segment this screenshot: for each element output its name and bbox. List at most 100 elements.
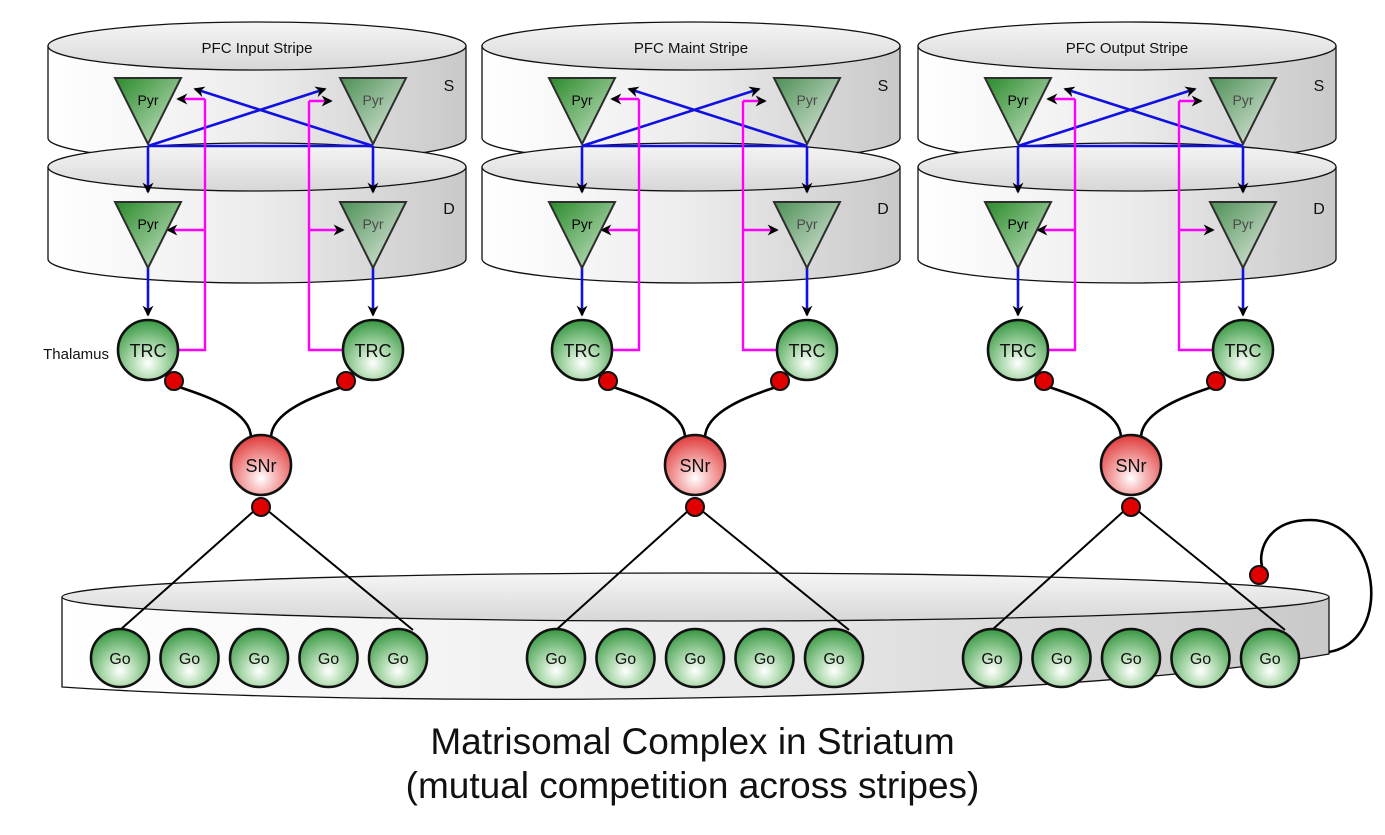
stripe-0-pyr-2-label: Pyr <box>138 216 159 232</box>
stripe-1-go-1 <box>595 627 656 689</box>
stripe-0-snr-synapse <box>251 497 271 517</box>
stripe-1-go-4 <box>803 627 865 689</box>
stripe-1-pyr-0 <box>547 77 617 147</box>
stripe-1-pyr-3 <box>772 201 842 271</box>
stripe-0-title: PFC Input Stripe <box>202 40 313 57</box>
stripe-1-snr-label: SNr <box>680 456 711 476</box>
stripe-1-snr <box>663 433 727 497</box>
stripe-0-feedback-left <box>178 99 207 352</box>
stripe-2-pyr-3 <box>1208 201 1278 271</box>
stripe-2-go-3 <box>1170 627 1231 689</box>
stripe-2-snr <box>1099 433 1163 497</box>
stripe-1-go-2-label: Go <box>684 651 705 668</box>
neuron-nodes <box>89 77 1301 689</box>
stripe-1-superficial-layer-top <box>481 21 901 71</box>
stripe-0-s-cross-lr <box>147 86 327 148</box>
stripe-2-trc-1 <box>1211 318 1275 382</box>
stripe-0-go-1 <box>159 627 220 689</box>
stripe-2-feedback-right <box>1177 101 1213 352</box>
stripe-0-pyr-3 <box>338 201 408 271</box>
stripe-2-go-0-label: Go <box>981 651 1002 668</box>
stripe-0-pyr-0 <box>113 77 183 147</box>
stripe-1-title: PFC Maint Stripe <box>634 40 748 57</box>
stripe-0-go-4 <box>367 627 429 689</box>
stripe-0-snr <box>229 433 293 497</box>
stripe-1-deep-layer <box>481 142 901 284</box>
stripe-0-go-2 <box>228 627 290 689</box>
stripe-2-pyr-0 <box>983 77 1053 147</box>
stripe-0-deep-layer-top <box>47 142 467 192</box>
stripe-0-go-4-label: Go <box>387 651 408 668</box>
stripe-1-snr-to-trc-1 <box>703 379 788 439</box>
stripe-2-go-2 <box>1100 627 1162 689</box>
stripe-2-trc-1-label: TRC <box>1225 341 1262 361</box>
stripe-1-layer-s-label: S <box>878 78 889 95</box>
stripe-0-trc-1-synapse <box>336 371 356 391</box>
stripe-0-pyr-0-label: Pyr <box>138 92 159 108</box>
stripe-1-pyr-0-label: Pyr <box>572 92 593 108</box>
stripe-0-layer-s-label: S <box>444 78 455 95</box>
stripe-1-trc-0 <box>550 318 614 382</box>
stripe-2-snr-go-right <box>1136 509 1286 631</box>
stripe-2-pyr-1-label: Pyr <box>1233 92 1254 108</box>
stripe-1-pyr-2 <box>547 201 617 271</box>
stripe-0-go-2-label: Go <box>248 651 269 668</box>
stripe-2-superficial-layer-top <box>917 21 1337 71</box>
stripe-2-trc-1-synapse <box>1206 371 1226 391</box>
stripe-1-trc-0-synapse <box>598 371 618 391</box>
stripe-2-s-cross-rl <box>1063 86 1244 148</box>
stripe-2-pyr-0-label: Pyr <box>1008 92 1029 108</box>
stripe-1-feedback-right <box>741 101 777 352</box>
stripe-0-pyr-1-label: Pyr <box>363 92 384 108</box>
stripe-1-go-0-label: Go <box>545 651 566 668</box>
stripe-2-trc-0 <box>986 318 1050 382</box>
stripe-1-pyr-3-label: Pyr <box>797 216 818 232</box>
stripe-2-go-4 <box>1239 627 1301 689</box>
stripe-0-trc-0 <box>116 318 180 382</box>
stripe-1-pyr-1-label: Pyr <box>797 92 818 108</box>
stripe-0-go-1-label: Go <box>179 651 200 668</box>
stripe-0-go-0 <box>89 627 151 689</box>
stripe-0-trc-0-label: TRC <box>130 341 167 361</box>
stripe-0-snr-label: SNr <box>246 456 277 476</box>
stripe-2-go-1 <box>1031 627 1092 689</box>
stripe-1-go-1-label: Go <box>615 651 636 668</box>
stripe-1-s-cross-rl <box>627 86 808 148</box>
stripe-2-layer-d-label: D <box>1313 201 1325 218</box>
stripe-1-go-2 <box>664 627 726 689</box>
stripe-2-pyr-2-label: Pyr <box>1008 216 1029 232</box>
stripe-2-pyr-3-label: Pyr <box>1233 216 1254 232</box>
stripe-0-pyr-3-label: Pyr <box>363 216 384 232</box>
caption-line-2: (mutual competition across stripes) <box>405 765 980 806</box>
stripe-2-layer-s-label: S <box>1314 78 1325 95</box>
striatum-recurrent-synapse <box>1249 565 1269 585</box>
stripe-0-deep-layer <box>47 142 467 284</box>
stripe-2-deep-layer-top <box>917 142 1337 192</box>
stripe-2-snr-go-left <box>991 509 1126 631</box>
stripe-1-trc-1-synapse <box>770 371 790 391</box>
stripe-1-snr-synapse <box>685 497 705 517</box>
stripe-1-s-cross-lr <box>581 86 761 148</box>
stripe-0-go-3-label: Go <box>318 651 339 668</box>
stripe-1-trc-0-label: TRC <box>564 341 601 361</box>
stripe-2-go-1-label: Go <box>1051 651 1072 668</box>
stripe-0-snr-go-right <box>266 509 414 631</box>
stripe-2-snr-to-trc-1 <box>1139 379 1224 439</box>
stripe-2-snr-label: SNr <box>1116 456 1147 476</box>
stripe-0-trc-0-synapse <box>164 371 184 391</box>
stripe-0-trc-1 <box>341 318 405 382</box>
stripe-2-go-3-label: Go <box>1190 651 1211 668</box>
stripe-1-snr-go-right <box>700 509 850 631</box>
stripe-1-layer-d-label: D <box>877 201 889 218</box>
stripe-0-trc-1-label: TRC <box>355 341 392 361</box>
stripe-2-go-2-label: Go <box>1120 651 1141 668</box>
stripe-0-pyr-1 <box>338 77 408 147</box>
stripe-1-trc-1-label: TRC <box>789 341 826 361</box>
connection-wires <box>119 86 1373 654</box>
stripe-2-go-0 <box>961 627 1023 689</box>
stripe-0-snr-to-trc-0 <box>167 379 253 439</box>
stripe-2-deep-layer <box>917 142 1337 284</box>
stripe-1-go-3 <box>734 627 795 689</box>
